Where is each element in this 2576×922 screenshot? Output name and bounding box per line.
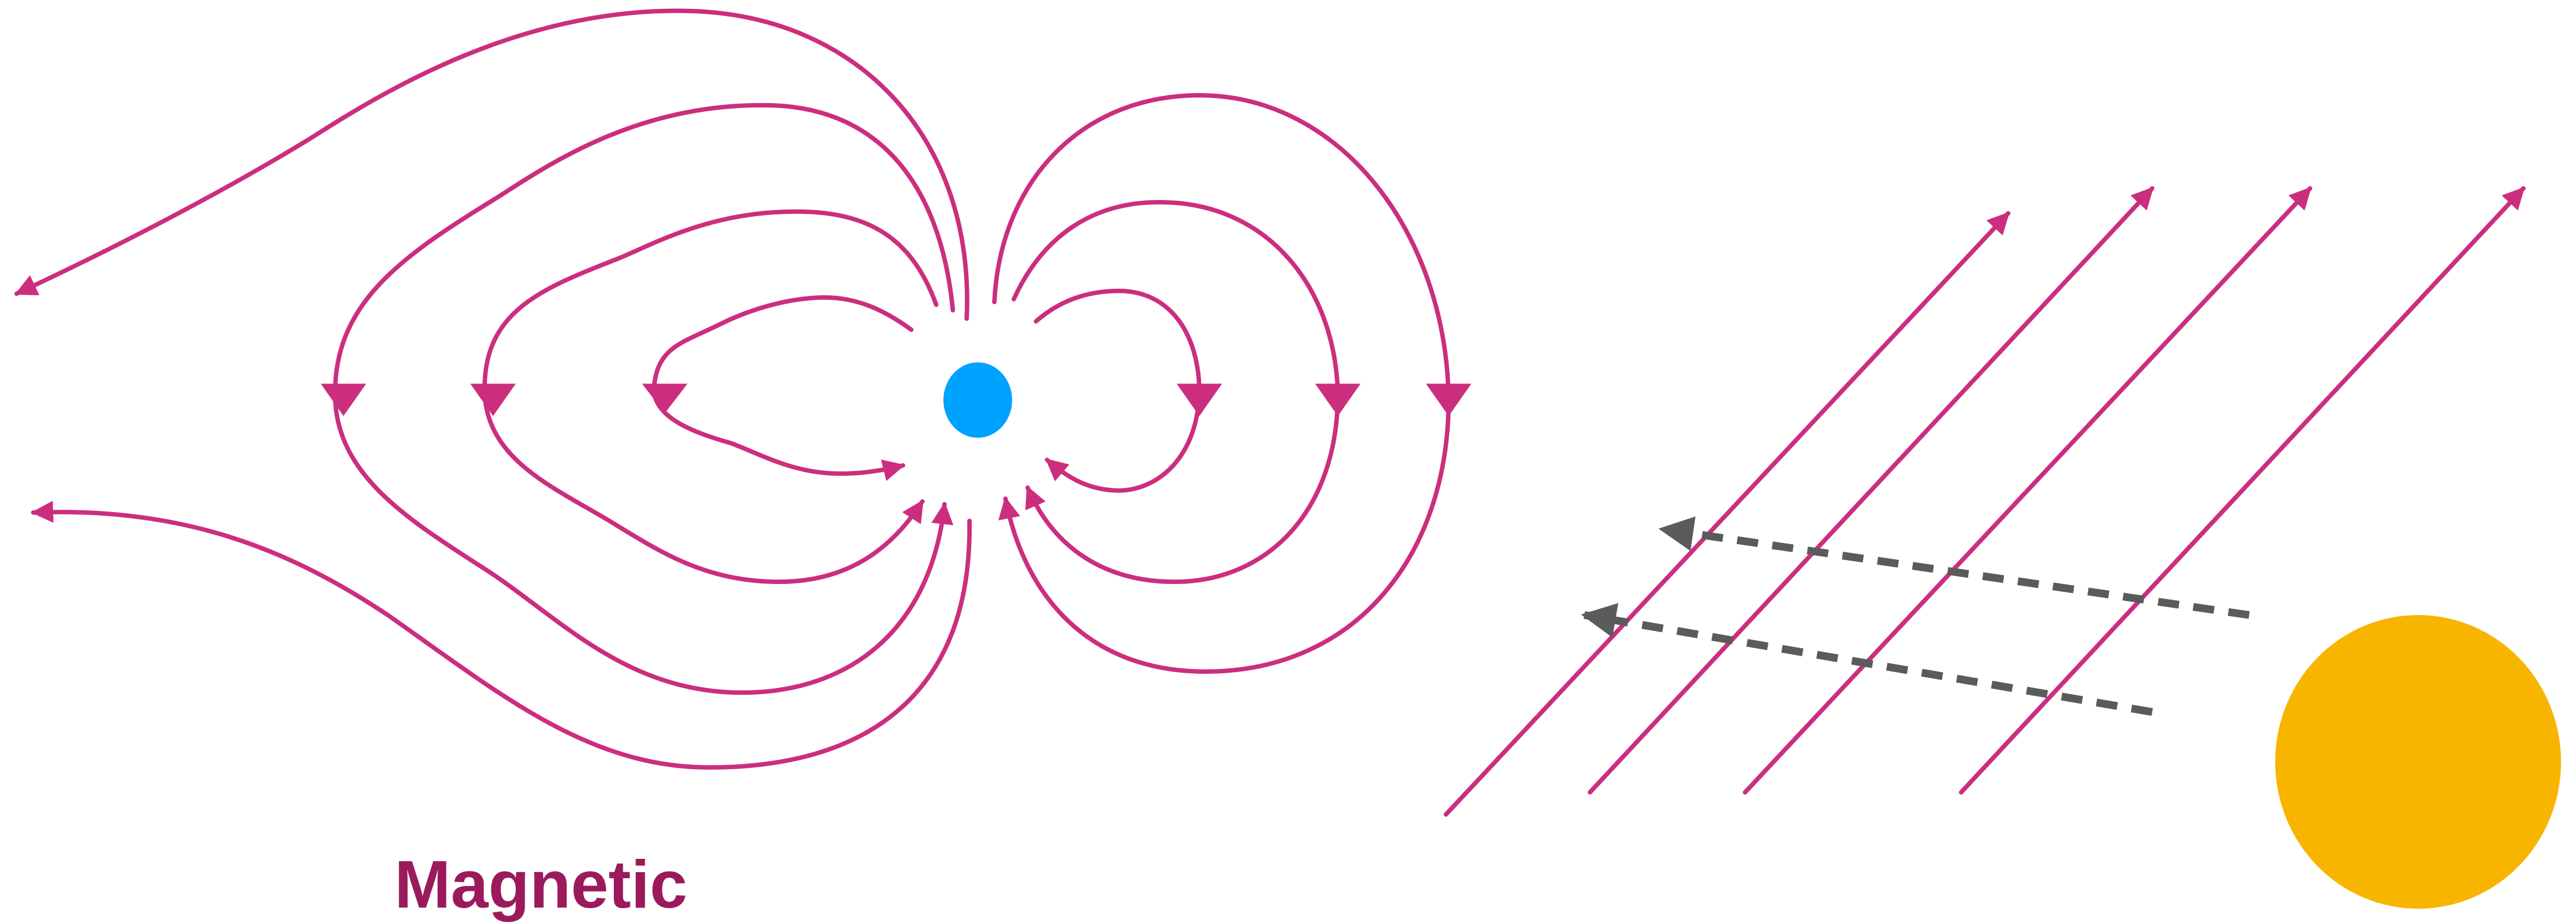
planet-circle: [943, 362, 1012, 438]
field-line-left-2-lower: [485, 393, 922, 582]
arrowhead-right-3: [1426, 384, 1471, 416]
arrowhead-left-3: [321, 384, 366, 416]
arrowhead-right-2: [1316, 384, 1360, 416]
field-line-right-1-lower: [1047, 393, 1199, 490]
solar-wind-arrow-lower: [1584, 615, 2152, 712]
field-line-right-3: [994, 95, 1449, 399]
field-line-left-2: [485, 212, 936, 393]
arrowhead-right-1: [1177, 384, 1222, 416]
field-lines-right: [994, 95, 1471, 672]
field-line-left-1-lower: [654, 391, 903, 474]
solar-wind-arrow-upper: [1662, 529, 2249, 615]
field-line-right-3-lower: [1005, 399, 1449, 672]
field-line-left-3-lower: [335, 399, 945, 693]
field-line-left-3: [335, 105, 953, 399]
field-lines-left: [17, 11, 969, 767]
diagonal-field-line-2: [1590, 188, 2152, 792]
field-line-open-bottom: [33, 512, 969, 767]
diagonal-field-line-1: [1446, 213, 2008, 815]
arrowhead-left-2: [471, 384, 515, 416]
arrowhead-left-1: [643, 384, 687, 413]
field-line-open-top: [17, 11, 967, 319]
field-line-right-1: [1036, 291, 1199, 393]
field-line-left-1: [654, 298, 911, 391]
diagonal-field-line-3: [1745, 188, 2310, 792]
diagram-caption: Magnetic: [394, 851, 687, 918]
field-line-right-2-lower: [1028, 393, 1338, 582]
sun-circle: [2275, 615, 2561, 909]
field-line-right-2: [1014, 202, 1338, 393]
